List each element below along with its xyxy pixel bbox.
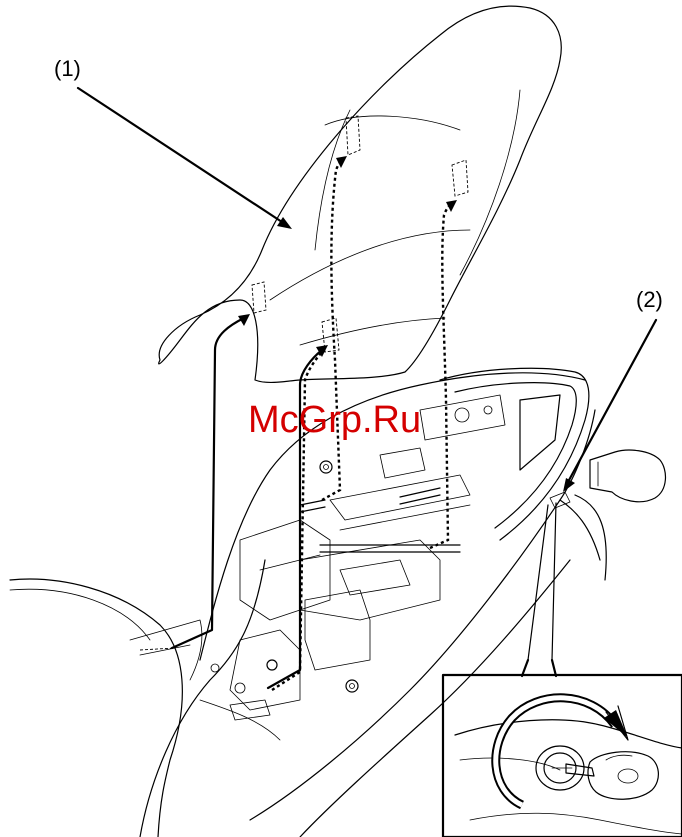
watermark-text: McGrp.Ru — [248, 399, 421, 441]
rotate-arrow-icon — [496, 698, 628, 805]
inset-leader — [522, 660, 556, 676]
callout-label-1: (1) — [54, 56, 81, 81]
callout-label-2: (2) — [636, 287, 663, 312]
lock-detail-inset — [443, 675, 682, 837]
key-icon — [566, 752, 658, 800]
seat-icon — [159, 6, 562, 382]
callout-2: (2) — [563, 287, 663, 492]
callout-1: (1) — [54, 56, 292, 229]
